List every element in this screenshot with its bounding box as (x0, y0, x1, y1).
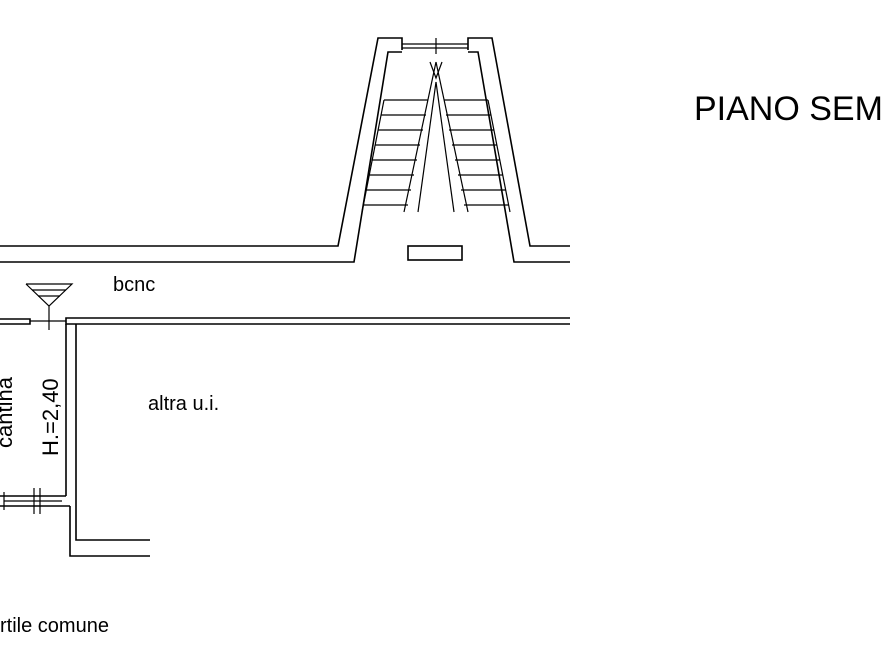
cantina-walls (0, 324, 150, 557)
stair-window (402, 38, 468, 54)
label-other-unit: altra u.i. (148, 393, 219, 415)
floor-title: PIANO SEM (694, 90, 883, 128)
label-cellar-height: H.=2,40 (38, 378, 63, 456)
cantina-window (3, 488, 62, 514)
label-courtyard: rtile comune (0, 615, 109, 637)
corridor-top-wall (0, 37, 570, 263)
corridor-bottom-wall (0, 317, 570, 325)
label-common-area: bcnc (113, 274, 155, 296)
door-symbol (25, 283, 74, 330)
staircase (361, 61, 511, 213)
label-cellar: cantina (0, 376, 17, 448)
landing-marker (407, 245, 463, 261)
